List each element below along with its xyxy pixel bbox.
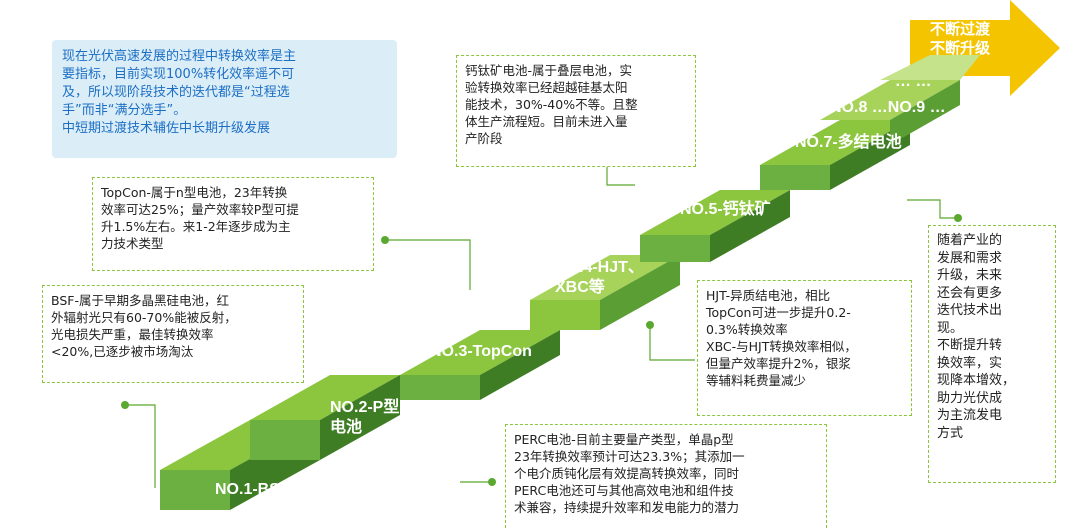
- desc-line: 发展和需求: [937, 250, 1003, 266]
- desc-line: 体生产流程短。目前未进入量: [465, 114, 628, 129]
- desc-line: 升1.5%左右。来1-2年逐步成为主: [101, 219, 291, 234]
- intro-note: 现在光伏高速发展的过程中转换效率是主 要指标，目前实现100%转化效率遥不可 及…: [52, 40, 397, 158]
- desc-line: 验转换效率已经超越硅基太阳: [465, 80, 628, 95]
- note-line: 手”而非“满分选手”。: [62, 103, 187, 118]
- desc-line: 不断提升转: [937, 338, 1003, 353]
- desc-line: 个电介质钝化层有效提高转换效率，同时: [514, 466, 740, 481]
- note-line: 现在光伏高速发展的过程中转换效率是主: [62, 49, 297, 64]
- desc-line: BSF-属于早期多晶黑硅电池，红: [51, 293, 229, 308]
- arrow-label: 不断过渡 不断升级: [912, 20, 1008, 58]
- desc-line: <20%,已逐步被市场淘汰: [51, 344, 194, 359]
- perc-description: PERC电池-目前主要量产类型，单晶p型 23年转换效率预计可达23.3%；其添…: [505, 424, 827, 528]
- desc-line: 术兼容，持续提升效率和发电能力的潜力: [514, 500, 740, 515]
- desc-line: TopCon-属于n型电池，23年转换: [101, 185, 288, 200]
- step-block-8: [880, 55, 980, 80]
- topcon-description: TopCon-属于n型电池，23年转换 效率可达25%；量产效率较P型可提 升1…: [92, 177, 374, 271]
- desc-line: 为主流发电: [937, 408, 1003, 423]
- desc-line: 迭代技术出: [937, 303, 1003, 318]
- arrow-label-line: 不断升级: [929, 39, 990, 57]
- desc-line: 0.3%转换效率: [706, 322, 788, 337]
- step-label-5: NO.5-钙钛矿: [680, 201, 771, 218]
- desc-line: 效率可达25%；量产效率较P型可提: [101, 202, 299, 217]
- connector-dot: [954, 214, 962, 222]
- connector-dot: [488, 478, 496, 486]
- desc-line: 23年转换效率预计可达23.3%；其添加一: [514, 449, 745, 464]
- perovskite-description: 钙钛矿电池-属于叠层电池，实 验转换效率已经超越硅基太阳 能技术，30%-40%…: [456, 55, 696, 167]
- step-label-3: NO.3-TopCon: [430, 343, 532, 360]
- bsf-description: BSF-属于早期多晶黑硅电池，红 外辐射光只有60-70%能被反射， 光电损失严…: [42, 285, 304, 383]
- desc-line: 但量产效率提升2%，银浆: [706, 356, 851, 371]
- desc-line: 方式: [937, 425, 964, 441]
- connector-topcon: [385, 239, 471, 290]
- connector-dot: [381, 236, 389, 244]
- desc-line: 换效率，实: [937, 355, 1003, 371]
- step-block-2: [250, 375, 400, 460]
- desc-line: 光电损失严重，最佳转换效率: [51, 327, 214, 342]
- arrow-label-line: 不断过渡: [929, 20, 990, 38]
- desc-line: PERC电池-目前主要量产类型，单晶p型: [514, 432, 734, 447]
- desc-line: 能技术，30%-40%不等。且整: [465, 97, 638, 112]
- step-block-7: [820, 80, 960, 145]
- desc-line: 等辅料耗费量减少: [706, 373, 807, 388]
- connector-future: [907, 199, 958, 219]
- step-block-4: [530, 255, 680, 330]
- desc-line: 现降本增效，: [937, 373, 1016, 388]
- desc-line: 升级，未来: [937, 268, 1003, 283]
- connector-dot: [121, 401, 129, 409]
- step-label-8: … …: [895, 73, 932, 90]
- connector-bsf: [125, 404, 156, 488]
- step-label-6: NO.7-多结电池: [795, 134, 902, 151]
- desc-line: 随着产业的: [937, 233, 1003, 248]
- future-description: 随着产业的 发展和需求 升级，未来 还会有更多 迭代技术出 现。 不断提升转 换…: [928, 225, 1056, 483]
- desc-line: 外辐射光只有60-70%能被反射，: [51, 310, 237, 325]
- desc-line: 助力光伏成: [937, 390, 1003, 406]
- step-block-3: [400, 330, 560, 400]
- connector-dot: [646, 321, 654, 329]
- note-line: 中短期过渡技术辅佐中长期升级发展: [62, 121, 271, 136]
- desc-line: TopCon可进一步提升0.2-: [706, 305, 851, 320]
- desc-line: 还会有更多: [937, 285, 1003, 301]
- step-label-7: NO.8 …NO.9 …: [830, 99, 946, 116]
- note-line: 及，所以现阶段技术的迭代都是“过程选: [62, 85, 290, 100]
- note-line: 要指标，目前实现100%转化效率遥不可: [62, 67, 295, 82]
- desc-line: XBC-与HJT转换效率相似，: [706, 339, 857, 354]
- desc-line: 现。: [937, 320, 964, 336]
- step-label-1: NO.1-BSF: [215, 481, 290, 498]
- desc-line: 钙钛矿电池-属于叠层电池，实: [465, 63, 633, 78]
- connector-hjt: [649, 325, 695, 361]
- step-block-6: [760, 120, 910, 190]
- hjt-xbc-description: HJT-异质结电池，相比 TopCon可进一步提升0.2- 0.3%转换效率 X…: [697, 280, 912, 416]
- desc-line: 产阶段: [465, 131, 503, 146]
- desc-line: 力技术类型: [101, 236, 164, 251]
- step-label-2: NO.2-P型 电池: [330, 399, 400, 436]
- step-block-5: [640, 190, 790, 262]
- desc-line: PERC电池还可与其他高效电池和组件技: [514, 483, 734, 498]
- step-label-4: NO.4-HJT、 XBC等: [555, 259, 644, 296]
- desc-line: HJT-异质结电池，相比: [706, 288, 831, 303]
